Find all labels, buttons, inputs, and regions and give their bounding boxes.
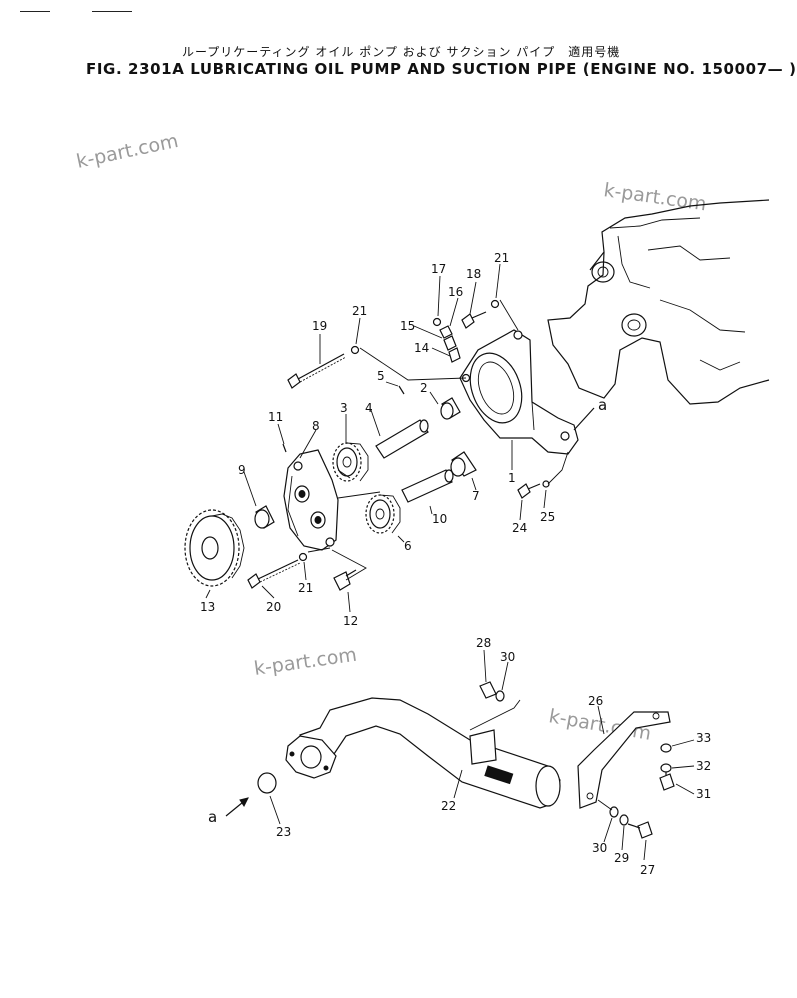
callout-21-c: 21	[494, 251, 509, 265]
washer-30-a	[495, 690, 505, 702]
callout-33: 33	[696, 731, 711, 745]
pump-cover	[283, 449, 339, 551]
callout-25: 25	[540, 510, 555, 524]
washer-30-b	[609, 806, 619, 818]
assembly-line-bracket	[597, 799, 613, 811]
callout-26: 26	[588, 694, 603, 708]
callout-5: 5	[377, 369, 385, 383]
gear-small-3	[332, 442, 369, 482]
parts-diagram-sheet: ループリケーティング オイル ポンプ および サクション パイプ 適用号機 FI…	[20, 11, 796, 877]
callout-12: 12	[343, 614, 358, 628]
washer-21-b	[298, 552, 308, 562]
title-japanese: ループリケーティング オイル ポンプ および サクション パイプ 適用号機	[182, 45, 621, 59]
washer-33	[660, 743, 672, 753]
callout-11: 11	[268, 410, 283, 424]
callout-14: 14	[414, 341, 429, 355]
callout-13: 13	[200, 600, 215, 614]
callout-21-a: 21	[352, 304, 367, 318]
callout-16: 16	[448, 285, 463, 299]
pump-body	[459, 329, 579, 455]
assembly-lines	[307, 299, 569, 581]
engine-block-outline	[547, 199, 770, 405]
bolt-12	[333, 569, 357, 591]
callout-29: 29	[614, 851, 629, 865]
callout-numbers: 1 2 3 4 5 6 7 8 9 10 11 12 13 14 15 16 1…	[200, 251, 711, 877]
callout-32: 32	[696, 759, 711, 773]
valve-14	[448, 347, 461, 363]
callout-7: 7	[472, 489, 480, 503]
assembly-line-pipe	[469, 699, 521, 731]
callout-1: 1	[508, 471, 516, 485]
leader-lines	[205, 263, 695, 861]
callout-9: 9	[238, 463, 246, 477]
washer-32	[660, 763, 672, 773]
reference-arrow-upper: a	[573, 396, 607, 431]
bushing-7	[450, 451, 477, 477]
callout-8: 8	[312, 419, 320, 433]
callout-27: 27	[640, 863, 655, 877]
bolt-27	[627, 821, 653, 839]
watermark-3: k-part.com	[253, 644, 359, 680]
callout-30-a: 30	[500, 650, 515, 664]
washer-25	[542, 480, 550, 488]
washer-29	[619, 814, 629, 826]
bushing-2	[440, 397, 461, 420]
callout-2: 2	[420, 381, 428, 395]
bolt-19	[287, 353, 347, 389]
header-rule-right	[92, 11, 132, 12]
callout-22: 22	[441, 799, 456, 813]
callout-21-b: 21	[298, 581, 313, 595]
callout-3: 3	[340, 401, 348, 415]
washer-21-c	[490, 299, 500, 309]
watermark-2: k-part.com	[602, 179, 708, 215]
shaft-10	[401, 469, 454, 503]
o-ring-23	[257, 772, 277, 794]
drive-gear-large	[184, 509, 245, 587]
pin-5	[398, 385, 405, 395]
plug-15	[443, 335, 457, 351]
ring-17	[432, 317, 442, 327]
washer-21-a	[350, 345, 360, 355]
pin-11	[282, 443, 287, 453]
bolt-31	[659, 770, 675, 791]
callout-24: 24	[512, 521, 527, 535]
callout-10: 10	[432, 512, 447, 526]
header-rule-left	[20, 11, 50, 12]
reference-arrow-lower: a	[208, 797, 249, 826]
bushing-9	[254, 505, 275, 529]
spring-16	[439, 325, 453, 339]
callout-18: 18	[466, 267, 481, 281]
callout-4: 4	[365, 401, 373, 415]
bracket-26	[577, 711, 671, 809]
callout-23: 23	[276, 825, 291, 839]
callout-31: 31	[696, 787, 711, 801]
bolt-24	[517, 483, 541, 499]
watermark-1: k-part.com	[74, 130, 180, 173]
callout-19: 19	[312, 319, 327, 333]
title-english: FIG. 2301A LUBRICATING OIL PUMP AND SUCT…	[86, 60, 797, 78]
callout-15: 15	[400, 319, 415, 333]
shaft-4	[375, 419, 429, 459]
suction-pipe	[285, 697, 561, 809]
ref-letter-lower: a	[208, 808, 217, 826]
nut-28	[479, 681, 497, 699]
callout-28: 28	[476, 636, 491, 650]
gear-small-6	[365, 494, 401, 534]
bolt-18	[461, 311, 487, 329]
callout-6: 6	[404, 539, 412, 553]
callout-17: 17	[431, 262, 446, 276]
bolt-20	[247, 559, 301, 589]
exploded-view-drawing: k-part.com k-part.com k-part.com k-part.…	[74, 130, 770, 877]
callout-30-b: 30	[592, 841, 607, 855]
callout-20: 20	[266, 600, 281, 614]
ref-letter-upper: a	[598, 396, 607, 414]
